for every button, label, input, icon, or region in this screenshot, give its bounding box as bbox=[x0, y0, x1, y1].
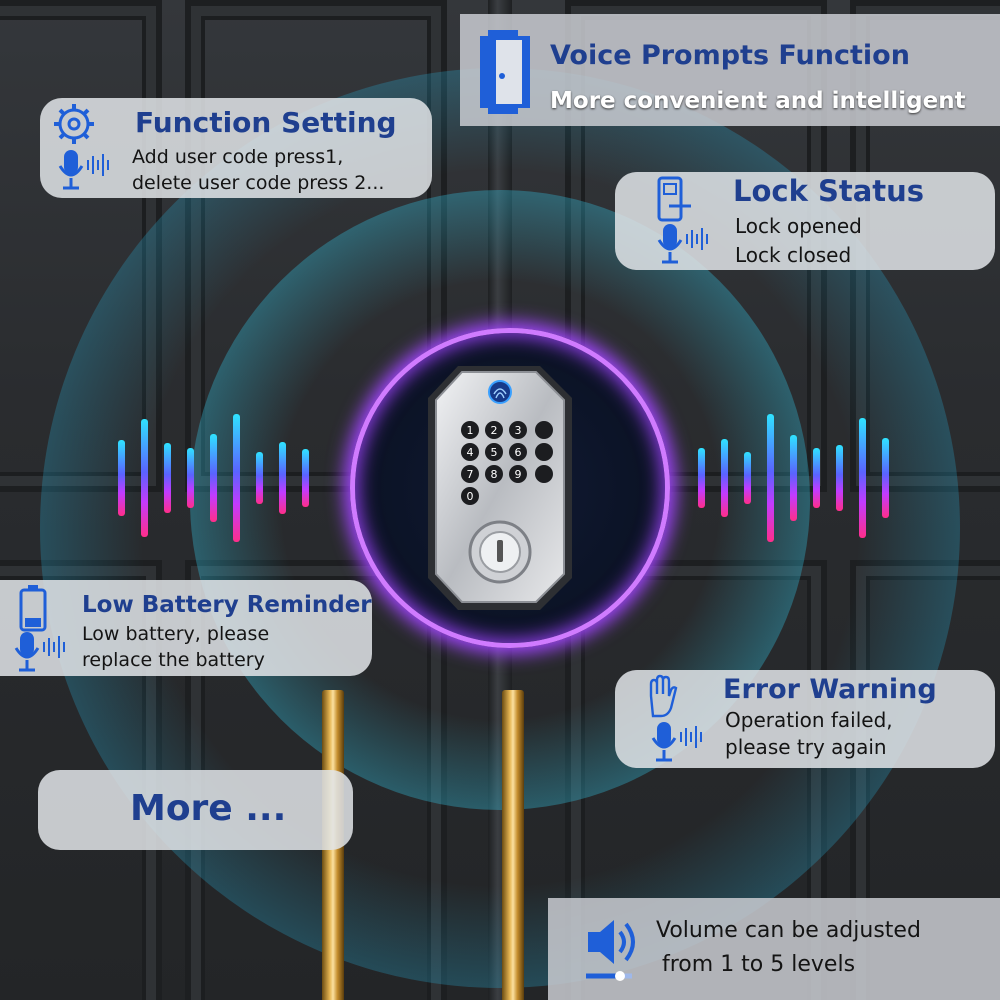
sound-wave-bar bbox=[813, 448, 820, 508]
keypad-key-label: 9 bbox=[515, 468, 522, 481]
keypad-key-label: 8 bbox=[491, 468, 498, 481]
sound-wave-bar bbox=[187, 448, 194, 508]
door-panel bbox=[850, 560, 1000, 1000]
microphone-icon bbox=[58, 150, 109, 190]
keypad-key bbox=[485, 421, 503, 439]
door-handle-right bbox=[502, 690, 524, 1000]
lock-status-title: Lock Status bbox=[733, 174, 925, 208]
error-warning-title: Error Warning bbox=[723, 674, 937, 705]
low-battery-line2: replace the battery bbox=[82, 649, 265, 671]
sound-wave-bar bbox=[210, 434, 217, 522]
function-setting-card: Function Setting Add user code press1, d… bbox=[40, 98, 432, 198]
sound-wave-bar bbox=[790, 435, 797, 521]
function-setting-title: Function Setting bbox=[135, 106, 397, 139]
sound-wave-bar bbox=[256, 452, 263, 504]
low-battery-card: Low Battery Reminder Low battery, please… bbox=[0, 580, 372, 676]
sound-wave-bar bbox=[302, 449, 309, 507]
sound-wave-bar bbox=[698, 448, 705, 508]
door-lock-icon bbox=[657, 176, 691, 222]
function-setting-line1: Add user code press1, bbox=[132, 146, 344, 168]
keypad-function-key bbox=[535, 443, 553, 461]
keypad-key bbox=[509, 443, 527, 461]
keypad-key-label: 5 bbox=[491, 446, 498, 459]
keypad-key-label: 0 bbox=[467, 490, 474, 503]
volume-card: Volume can be adjusted from 1 to 5 level… bbox=[548, 898, 1000, 1000]
sound-wave-bar bbox=[744, 452, 751, 504]
sound-wave-bar bbox=[279, 442, 286, 514]
voice-prompts-card: Voice Prompts Function More convenient a… bbox=[460, 14, 1000, 126]
voice-prompts-title: Voice Prompts Function bbox=[550, 40, 910, 71]
keypad: 1 2 3 4 5 6 7 8 9 0 bbox=[461, 421, 553, 505]
keypad-key-label: 4 bbox=[467, 446, 474, 459]
lock-status-card: Lock Status Lock opened Lock closed bbox=[615, 172, 995, 270]
speaker-icon bbox=[586, 920, 635, 981]
sound-wave-bar bbox=[141, 419, 148, 537]
error-warning-line2: please try again bbox=[725, 735, 887, 759]
hand-icon bbox=[649, 674, 678, 718]
sound-wave-bar bbox=[859, 418, 866, 538]
volume-line1: Volume can be adjusted bbox=[656, 918, 921, 943]
sound-wave-bar bbox=[233, 414, 240, 542]
more-card: More ... bbox=[38, 770, 353, 850]
voice-prompts-subtitle: More convenient and intelligent bbox=[550, 88, 966, 114]
keypad-key bbox=[485, 465, 503, 483]
keypad-key bbox=[509, 421, 527, 439]
sound-wave-right bbox=[698, 414, 889, 542]
door-icon bbox=[480, 30, 530, 114]
keypad-key-label: 1 bbox=[467, 424, 474, 437]
keypad-key-label: 7 bbox=[467, 468, 474, 481]
keypad-key bbox=[461, 421, 479, 439]
keypad-key-label: 6 bbox=[515, 446, 522, 459]
lock-status-line2: Lock closed bbox=[735, 243, 852, 267]
lock-status-line1: Lock opened bbox=[735, 214, 862, 238]
gear-icon bbox=[54, 104, 94, 144]
sound-wave-bar bbox=[882, 438, 889, 518]
microphone-icon bbox=[651, 722, 702, 762]
low-battery-title: Low Battery Reminder bbox=[82, 592, 372, 618]
sound-wave-bar bbox=[836, 445, 843, 511]
sound-wave-bar bbox=[118, 440, 125, 516]
microphone-icon bbox=[14, 632, 65, 672]
error-warning-line1: Operation failed, bbox=[725, 708, 893, 732]
sound-wave-bar bbox=[164, 443, 171, 513]
keypad-key bbox=[461, 465, 479, 483]
keypad-key bbox=[485, 443, 503, 461]
low-battery-line1: Low battery, please bbox=[82, 623, 270, 645]
keypad-function-key bbox=[535, 421, 553, 439]
door-panel bbox=[0, 0, 162, 492]
function-setting-line2: delete user code press 2... bbox=[132, 172, 385, 194]
volume-line2: from 1 to 5 levels bbox=[662, 952, 856, 977]
keypad-key-label: 3 bbox=[515, 424, 522, 437]
sound-wave-left bbox=[118, 414, 309, 542]
battery-icon bbox=[19, 585, 47, 632]
microphone-icon bbox=[657, 224, 708, 264]
keypad-key bbox=[461, 443, 479, 461]
sound-wave-bar bbox=[767, 414, 774, 542]
fingerprint-icon bbox=[488, 380, 512, 404]
keypad-key bbox=[461, 487, 479, 505]
error-warning-card: Error Warning Operation failed, please t… bbox=[615, 670, 995, 768]
more-label: More ... bbox=[130, 788, 287, 829]
keypad-key-label: 2 bbox=[491, 424, 498, 437]
sound-wave-bar bbox=[721, 439, 728, 517]
keypad-key bbox=[509, 465, 527, 483]
keypad-function-key bbox=[535, 465, 553, 483]
